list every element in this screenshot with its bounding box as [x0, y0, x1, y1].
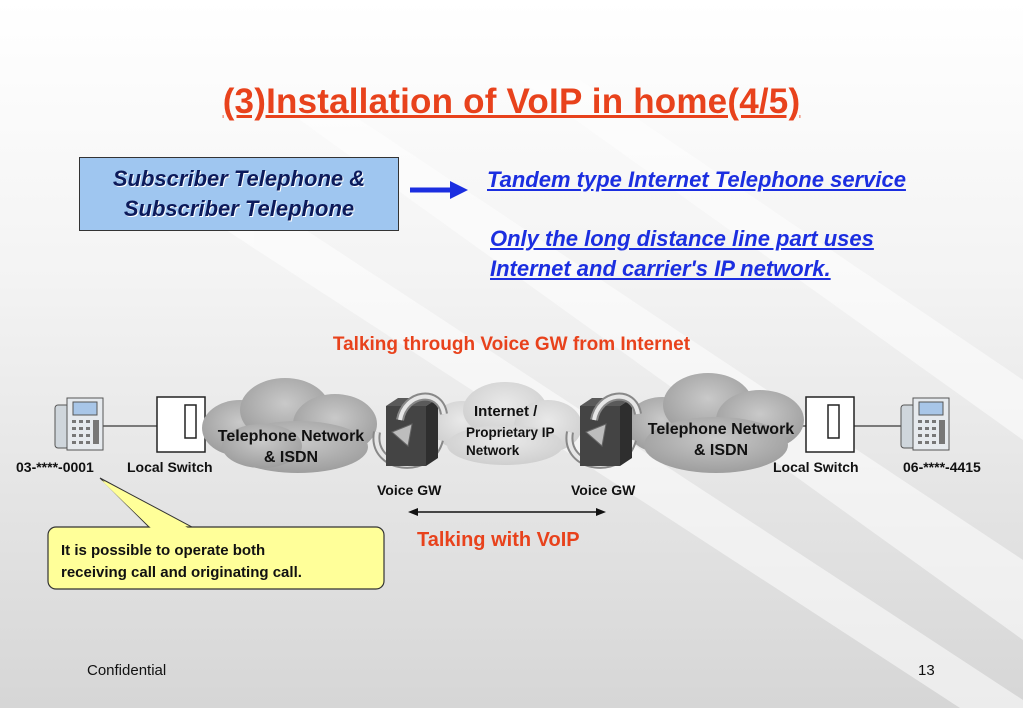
left-voice-gateway-icon — [372, 392, 448, 469]
right-network-label-line1: Telephone Network — [648, 421, 794, 438]
right-arrow-icon — [410, 181, 468, 199]
subscriber-box: Subscriber Telephone & Subscriber Teleph… — [79, 157, 399, 231]
callout-text-line2: receiving call and originating call. — [61, 564, 302, 581]
left-phone-icon — [54, 397, 104, 451]
internet-cloud — [432, 382, 582, 465]
callout-text: It is possible to operate both receiving… — [61, 540, 302, 584]
left-voice-gw-label: Voice GW — [377, 482, 442, 498]
right-network-label-line2: & ISDN — [694, 442, 748, 459]
right-phone-icon — [900, 397, 950, 451]
slide-title: (3)Installation of VoIP in home(4/5) — [222, 82, 801, 121]
internet-label-line1: Internet / — [474, 403, 538, 420]
internet-label-line2: Proprietary IP — [466, 425, 555, 440]
page-number: 13 — [918, 662, 935, 679]
left-network-label-line1: Telephone Network — [218, 428, 364, 445]
service-description-line1: Only the long distance line part uses — [490, 226, 874, 251]
left-local-switch-icon — [156, 396, 206, 453]
left-phone-number: 03-****-0001 — [16, 459, 94, 475]
right-local-switch-label: Local Switch — [773, 459, 859, 475]
service-description: Only the long distance line part uses In… — [490, 224, 874, 284]
internet-label-line3: Network — [466, 443, 520, 458]
right-telephone-network-cloud — [626, 373, 804, 473]
left-local-switch-label: Local Switch — [127, 459, 213, 475]
service-name: Tandem type Internet Telephone service — [487, 167, 906, 192]
subscriber-box-line2: Subscriber Telephone — [123, 196, 355, 221]
subscriber-box-line1: Subscriber Telephone & — [112, 166, 366, 191]
right-voice-gateway-icon — [565, 392, 642, 469]
right-voice-gw-label: Voice GW — [571, 482, 636, 498]
diagram-heading: Talking through Voice GW from Internet — [332, 334, 691, 355]
footer-confidential: Confidential — [87, 662, 167, 679]
callout-bubble — [47, 477, 385, 590]
voip-double-arrow-icon — [408, 508, 606, 516]
right-local-switch-icon — [805, 396, 855, 453]
voip-label: Talking with VoIP — [417, 529, 580, 551]
left-telephone-network-cloud — [202, 378, 377, 473]
callout-text-line1: It is possible to operate both — [61, 542, 266, 559]
right-phone-number: 06-****-4415 — [903, 459, 981, 475]
service-description-line2: Internet and carrier's IP network. — [490, 256, 831, 281]
left-network-label-line2: & ISDN — [264, 449, 318, 466]
